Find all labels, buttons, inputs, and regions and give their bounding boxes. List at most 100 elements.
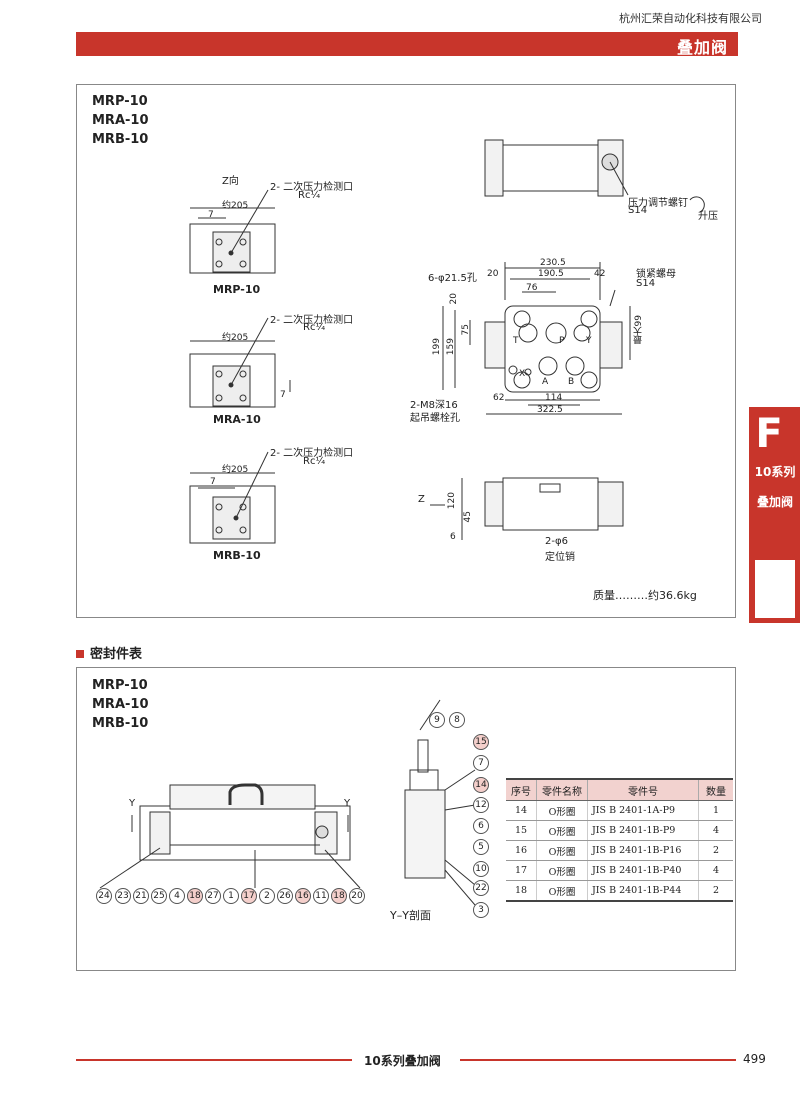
mrp-port-rc: Rc¼: [298, 190, 321, 201]
port-a: A: [542, 377, 549, 387]
seal-table: 序号 零件名称 零件号 数量 14 O形圈 JIS B 2401-1A-P9 1…: [506, 778, 733, 902]
dim-76: 76: [526, 283, 538, 293]
dim-159: 159: [446, 338, 456, 356]
port-p: P: [559, 336, 565, 346]
cell-name: O形圈: [536, 840, 588, 861]
pins-label: 2-φ6: [545, 536, 568, 547]
callout-14: 14: [473, 777, 489, 793]
lock-nut-size: S14: [636, 278, 656, 289]
cell-no: 15: [506, 820, 537, 841]
cell-name: O形圈: [536, 880, 588, 902]
callout-27: 27: [205, 888, 221, 904]
port-b: B: [568, 377, 575, 387]
callout-7: 7: [473, 755, 489, 771]
footer-rule-right: [460, 1059, 736, 1061]
chapter-letter: F: [755, 411, 783, 457]
seal-drawing-panel: [76, 667, 736, 971]
dimension-drawing-panel: [76, 84, 736, 618]
y-mark-left: Y: [129, 798, 136, 809]
table-row: 16 O形圈 JIS B 2401-1B-P16 2: [506, 840, 733, 861]
dim-42: 42: [594, 269, 606, 279]
cell-qty: 2: [698, 880, 733, 902]
mrp-port-note: 2- 二次压力检测口: [270, 182, 354, 193]
chapter-side-tab: F 10系列 叠加阀: [749, 407, 800, 623]
callout-17: 17: [241, 888, 257, 904]
chapter-name: 叠加阀: [756, 495, 793, 509]
title-banner: 叠加阀: [76, 32, 738, 57]
col-header-no: 序号: [506, 778, 537, 801]
model-name: MRA-10: [92, 113, 149, 128]
callout-15: 15: [473, 734, 489, 750]
table-header-row: 序号 零件名称 零件号 数量: [506, 778, 733, 801]
cell-name: O形圈: [536, 800, 588, 821]
chapter-tiles: [755, 560, 795, 618]
seal-model-list: MRP-10 MRA-10 MRB-10: [92, 676, 149, 733]
callout-11: 11: [313, 888, 329, 904]
front-view-body: [504, 305, 601, 393]
table-row: 15 O形圈 JIS B 2401-1B-P9 4: [506, 820, 733, 841]
cell-part: JIS B 2401-1A-P9: [587, 800, 699, 821]
mrb-port-rc: Rc¼: [303, 456, 326, 467]
page-number: 499: [743, 1052, 766, 1066]
dim-20: 20: [487, 269, 499, 279]
port-x: X: [519, 369, 526, 379]
lock-nut-label: 锁紧螺母: [636, 269, 676, 280]
callout-23: 23: [115, 888, 131, 904]
dim-max-99: 最大99: [634, 315, 644, 345]
z-direction-label: Z向: [222, 176, 239, 187]
dim-6: 6: [450, 532, 456, 542]
mrp-view-caption: MRP-10: [213, 283, 261, 296]
model-name: MRA-10: [92, 697, 149, 712]
mrp-width-dim: 约205: [222, 201, 249, 211]
mrb-port-note: 2- 二次压力检测口: [270, 448, 354, 459]
table-row: 18 O形圈 JIS B 2401-1B-P44 2: [506, 880, 733, 902]
chapter-series: 10系列: [754, 465, 796, 479]
mrp-offset-dim: 7: [208, 210, 214, 220]
raise-pressure-label: 升压: [698, 211, 718, 222]
mrb-body: [189, 485, 276, 544]
mra-port-rc: Rc¼: [303, 322, 326, 333]
cell-qty: 1: [698, 800, 733, 821]
model-name: MRP-10: [92, 94, 148, 109]
cell-part: JIS B 2401-1B-P44: [587, 880, 699, 902]
callout-21: 21: [133, 888, 149, 904]
col-header-qty: 数量: [698, 778, 733, 801]
table-row: 14 O形圈 JIS B 2401-1A-P9 1: [506, 800, 733, 821]
mass-label: 质量………约36.6kg: [593, 589, 697, 602]
cell-no: 18: [506, 880, 537, 902]
company-name: 杭州汇荣自动化科技有限公司: [619, 12, 762, 25]
callout-8: 8: [449, 712, 465, 728]
model-list: MRP-10 MRA-10 MRB-10: [92, 92, 149, 149]
lift-bolt-label: 起吊螺栓孔: [410, 413, 460, 424]
callout-25: 25: [151, 888, 167, 904]
cell-qty: 4: [698, 820, 733, 841]
col-header-name: 零件名称: [536, 778, 588, 801]
callout-18b: 18: [331, 888, 347, 904]
dim-190-5: 190.5: [538, 269, 564, 279]
dim-322-5: 322.5: [537, 405, 563, 415]
m8-thread-label: 2-M8深16: [410, 400, 458, 411]
side-view-body: [502, 477, 599, 531]
dim-120: 120: [447, 492, 457, 510]
callout-2: 2: [259, 888, 275, 904]
dim-199: 199: [432, 338, 442, 356]
dim-230-5: 230.5: [540, 258, 566, 268]
callout-18: 18: [187, 888, 203, 904]
dim-62: 62: [493, 393, 505, 403]
heading-marker: [76, 650, 84, 658]
seal-section-heading: 密封件表: [76, 643, 142, 662]
callout-1: 1: [223, 888, 239, 904]
cell-no: 14: [506, 800, 537, 821]
mrb-view-caption: MRB-10: [213, 549, 261, 562]
cell-qty: 2: [698, 840, 733, 861]
seal-heading-text: 密封件表: [90, 647, 143, 662]
callout-9: 9: [429, 712, 445, 728]
dim-75: 75: [461, 324, 471, 336]
dim-114: 114: [545, 393, 563, 403]
col-header-part: 零件号: [587, 778, 699, 801]
callout-16: 16: [295, 888, 311, 904]
model-name: MRB-10: [92, 132, 149, 147]
mrb-offset-dim: 7: [210, 477, 216, 487]
callout-6: 6: [473, 818, 489, 834]
